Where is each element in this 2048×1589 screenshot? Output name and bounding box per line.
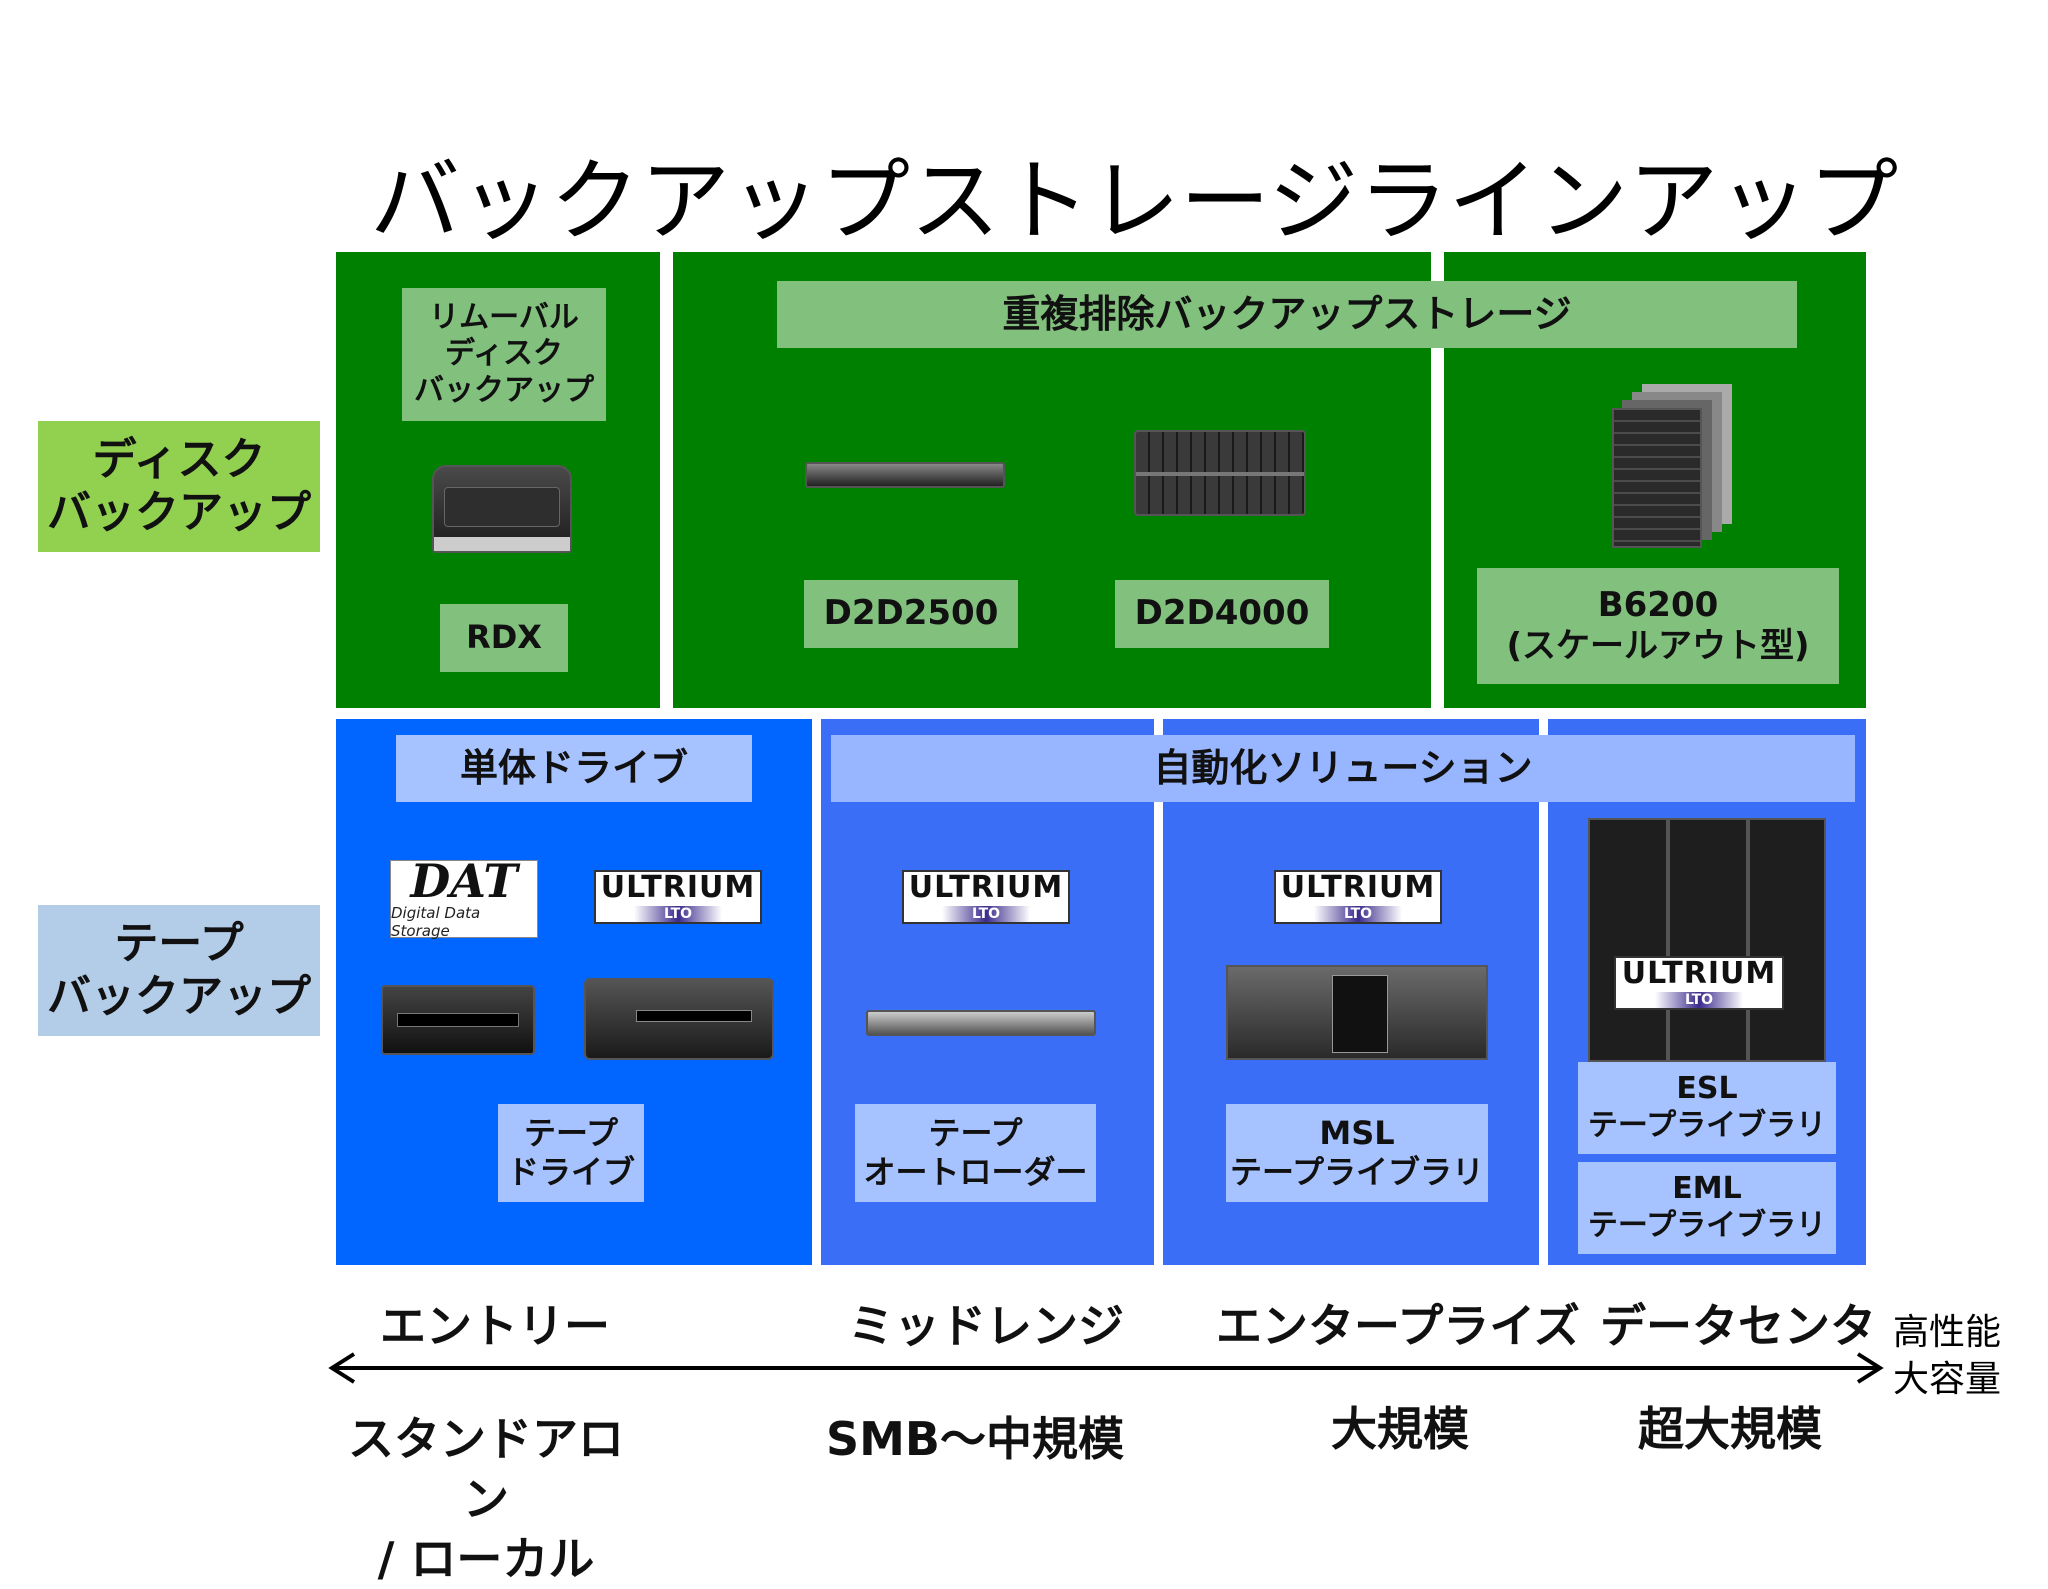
scale-xlarge: 超大規模 <box>1638 1402 1822 1456</box>
b6200-label: B6200 (スケールアウト型) <box>1477 568 1839 684</box>
scale-smb: SMB～中規模 <box>826 1412 1124 1466</box>
lto-logo-text: LTO <box>1313 905 1403 922</box>
msl-label: MSL テープライブラリ <box>1226 1104 1488 1202</box>
eml-label: EML テープライブラリ <box>1578 1162 1836 1254</box>
lto-logo-text: LTO <box>633 905 723 922</box>
ultrium-logo-text: ULTRIUM <box>1280 869 1436 905</box>
d2d4000-device-image <box>1134 430 1306 516</box>
d2d2500-device-image <box>805 462 1005 488</box>
scale-large: 大規模 <box>1331 1402 1469 1456</box>
ultrium-logo-msl: ULTRIUM LTO <box>1274 870 1442 924</box>
scale-standalone: スタンドアロン / ローカル <box>348 1412 624 1586</box>
ultrium-logo-text: ULTRIUM <box>908 869 1064 905</box>
esl-library-image <box>1588 818 1826 1062</box>
ultrium-logo-autoloader: ULTRIUM LTO <box>902 870 1070 924</box>
ultrium-logo-single: ULTRIUM LTO <box>594 870 762 924</box>
b6200-device-image <box>1612 408 1702 548</box>
esl-label: ESL テープライブラリ <box>1578 1062 1836 1154</box>
ultrium-logo-text: ULTRIUM <box>600 869 756 905</box>
dedup-header: 重複排除バックアップストレージ <box>777 281 1797 348</box>
lto-logo-text: LTO <box>941 905 1031 922</box>
scale-arrow <box>328 1352 1884 1384</box>
lto-logo-text: LTO <box>1654 991 1744 1008</box>
dat-logo-text: DAT <box>410 854 518 908</box>
segment-enterprise: エンタープライズ <box>1216 1299 1580 1353</box>
dat-logo-subtext: Digital Data Storage <box>391 904 481 940</box>
autoloader-image <box>866 1010 1096 1036</box>
ultrium-logo-text: ULTRIUM <box>1621 955 1777 991</box>
dat-logo: DAT Digital Data Storage <box>390 854 538 940</box>
rdx-label: RDX <box>440 604 568 672</box>
page-title: バックアップストレージラインアップ <box>370 149 1899 254</box>
segment-midrange: ミッドレンジ <box>848 1299 1124 1353</box>
single-drive-header: 単体ドライブ <box>396 735 752 802</box>
lto-drive-image <box>584 978 774 1060</box>
ultrium-logo-esl: ULTRIUM LTO <box>1614 956 1784 1010</box>
side-label-tape: テープ バックアップ <box>38 905 320 1036</box>
segment-datacenter: データセンタ <box>1600 1299 1876 1353</box>
side-label-disk: ディスク バックアップ <box>38 421 320 552</box>
dat-drive-image <box>381 985 535 1055</box>
d2d2500-label: D2D2500 <box>804 580 1018 648</box>
segment-entry: エントリー <box>380 1299 610 1353</box>
tape-drive-label: テープ ドライブ <box>498 1104 644 1202</box>
arrow-end-label: 高性能 大容量 <box>1893 1312 2002 1400</box>
removable-header: リムーバル ディスク バックアップ <box>402 288 606 421</box>
msl-library-image <box>1226 965 1488 1060</box>
rdx-device-image <box>432 465 572 553</box>
d2d4000-label: D2D4000 <box>1115 580 1329 648</box>
autoloader-label: テープ オートローダー <box>855 1104 1096 1202</box>
automation-header: 自動化ソリューション <box>831 735 1855 802</box>
